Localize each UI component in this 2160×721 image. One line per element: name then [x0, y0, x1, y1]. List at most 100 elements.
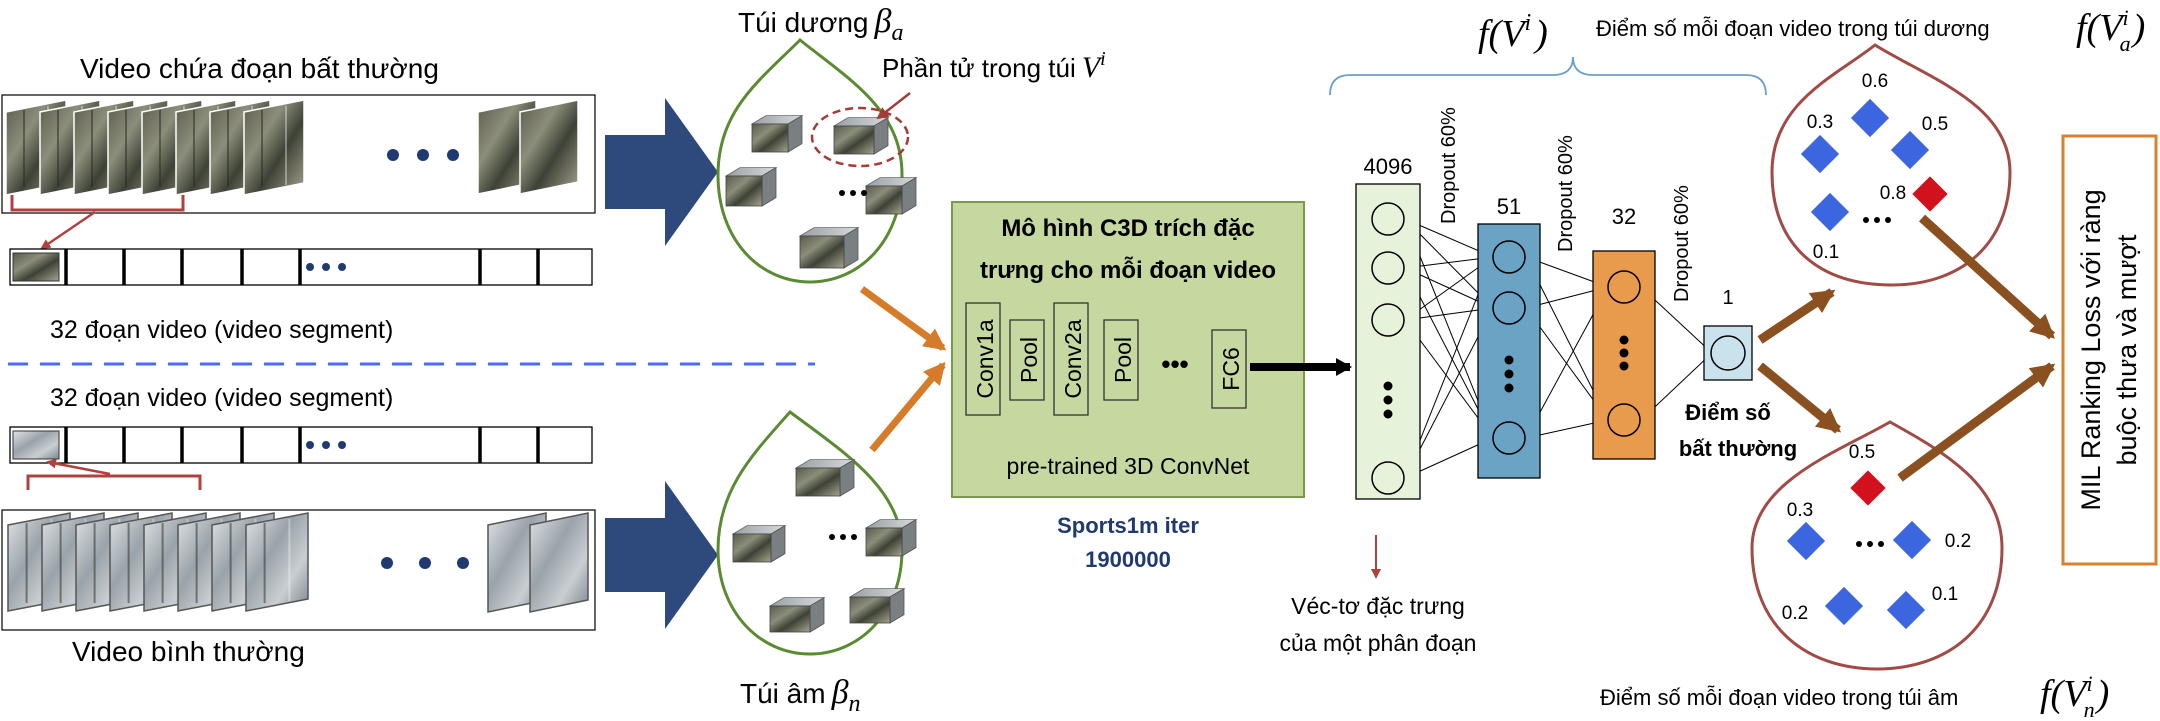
output-to-positive-scores-arrow	[1757, 288, 1836, 344]
video-clip-cube	[864, 518, 918, 557]
bag-element-highlight	[810, 106, 910, 168]
anomaly-segment-bar	[9, 248, 593, 286]
score-value-label: 0.3	[1787, 500, 1813, 521]
c3d-layers-ellipsis: •••	[1161, 349, 1188, 379]
normal-segment-bar	[9, 426, 593, 464]
loss-box	[2061, 134, 2158, 566]
score-diamond: 0.2	[1891, 519, 1971, 561]
segment-ellipsis	[306, 441, 346, 449]
layer-size-input: 4096	[1364, 154, 1413, 179]
video-clip-cube	[848, 587, 906, 624]
network-function-label: f(Vi)	[1478, 10, 1548, 55]
score-diamond: 0.3	[1785, 500, 1827, 562]
dropout-1: Dropout 60%	[1438, 107, 1460, 224]
layer-hidden-51	[1477, 223, 1541, 479]
score-diamond: 0.1	[1809, 191, 1851, 263]
video-clip-cube	[731, 524, 787, 563]
c3d-layers: Conv1a Pool Conv2a Pool ••• FC6	[965, 302, 1247, 416]
layer-pool-1	[1009, 319, 1045, 401]
layer-input-4096	[1355, 183, 1421, 500]
c3d-dataset-line1: Sports1m iter	[1057, 513, 1199, 538]
negative-bag-ellipsis	[829, 534, 857, 540]
segment-thumbnail	[12, 252, 60, 282]
network-brace	[1329, 56, 1767, 96]
anomaly-bracket	[10, 195, 185, 212]
video-frame	[243, 99, 305, 196]
neuron	[1492, 421, 1526, 455]
video-clip-cube	[864, 176, 918, 215]
positive-bag	[716, 37, 904, 284]
dropout-3: Dropout 60%	[1671, 185, 1693, 302]
video-clip-cube	[798, 226, 860, 269]
score-value-label: 0.2	[1782, 603, 1808, 624]
score-value-label: 0.6	[1862, 71, 1888, 92]
score-diamond-highlight: 0.8	[1880, 174, 1950, 214]
layer-size-hidden2: 32	[1612, 204, 1636, 229]
score-value-label: 0.3	[1807, 112, 1833, 133]
normal-to-bag-arrow	[605, 481, 718, 629]
normal-frames-ellipsis	[381, 557, 469, 569]
score-value-label: 0.5	[1922, 114, 1948, 135]
positive-score-bag	[1770, 43, 2012, 287]
neuron	[1371, 202, 1405, 236]
neuron	[1371, 303, 1405, 337]
score-diamond: 0.1	[1885, 584, 1958, 631]
negative-scores-ellipsis	[1856, 541, 1884, 547]
layer-conv1a	[965, 302, 1001, 416]
dropout-2: Dropout 60%	[1555, 135, 1577, 252]
layer-fc6	[1211, 329, 1247, 409]
score-value-label: 0.1	[1932, 584, 1958, 605]
layer-pool-2-label: Pool	[1110, 337, 1136, 383]
video-clip-cube	[750, 114, 804, 153]
negative-scores-caption: Điểm số mỗi đoạn video trong túi âm	[1600, 685, 1958, 710]
video-frame	[529, 512, 589, 613]
positive-scores-ellipsis	[1863, 217, 1891, 223]
score-value-label: 0.2	[1945, 531, 1971, 552]
score-value-label: 0.8	[1880, 183, 1906, 204]
score-diamond: 0.6	[1849, 71, 1891, 139]
network-neurons	[1371, 202, 1746, 495]
positive-scores-caption: Điểm số mỗi đoạn video trong túi dương	[1596, 16, 1990, 41]
anomaly-frames-ellipsis	[387, 149, 459, 161]
positive-bag-clips	[724, 114, 918, 269]
neuron	[1492, 291, 1526, 325]
layer-pool-2	[1103, 319, 1139, 401]
normal-bracket-arrow	[46, 458, 111, 476]
positive-bag-ellipsis	[839, 190, 867, 196]
layer-fc6-label: FC6	[1218, 347, 1244, 390]
c3d-title-line2: trưng cho mỗi đoạn video	[980, 256, 1276, 284]
negative-bag-clips	[731, 458, 918, 633]
neuron-ellipsis	[1383, 381, 1393, 419]
negative-score-bag	[1750, 420, 2004, 671]
segment-thumbnail	[12, 430, 60, 460]
layer-size-hidden1: 51	[1497, 194, 1521, 219]
score-value-label: 0.5	[1849, 442, 1875, 463]
normal-video-frames	[7, 512, 589, 613]
c3d-dataset-line2: 1900000	[1085, 547, 1171, 572]
layer-size-output: 1	[1722, 287, 1733, 309]
layer-conv2a	[1053, 302, 1089, 416]
neuron	[1607, 403, 1641, 437]
negative-score-diamonds: 0.5 0.3 0.2 0.2 0.1	[1782, 442, 1971, 631]
negative-bag-to-c3d-arrow	[869, 361, 946, 453]
anomaly-video-title: Video chứa đoạn bất thường	[80, 53, 439, 84]
score-label-line2: bất thường	[1679, 436, 1797, 461]
neuron	[1371, 461, 1405, 495]
positive-to-loss-arrow	[1918, 214, 2056, 340]
score-label-line1: Điểm số	[1685, 400, 1771, 425]
score-diamond-highlight: 0.5	[1849, 442, 1888, 508]
neuron	[1371, 251, 1405, 285]
score-diamond: 0.2	[1782, 585, 1865, 627]
positive-score-diamonds: 0.6 0.3 0.5 0.8 0.1	[1799, 71, 1950, 263]
anomaly-to-bag-arrow	[605, 98, 718, 246]
neuron-ellipsis	[1504, 355, 1514, 393]
video-clip-cube	[768, 596, 826, 633]
normal-segment-caption: 32 đoạn video (video segment)	[50, 384, 393, 412]
normal-bracket	[26, 474, 202, 490]
score-diamond: 0.3	[1799, 112, 1841, 175]
